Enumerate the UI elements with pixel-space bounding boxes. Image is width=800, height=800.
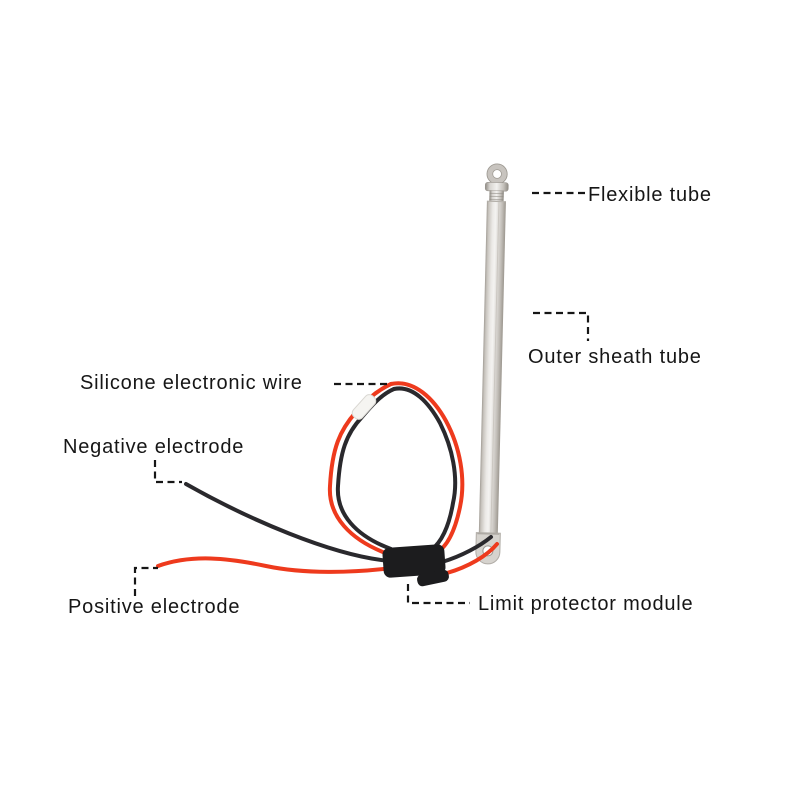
label-limit-protector-module: Limit protector module [478,593,694,615]
wire-loop-red-right [389,381,465,555]
clevis-joint-shadow [477,533,500,535]
label-flexible-tube: Flexible tube [588,184,712,206]
module-heatshrink [417,569,449,587]
limit-protector-module-graphic [382,544,449,587]
eyelet-ring-hole [492,169,502,179]
label-negative-electrode: Negative electrode [63,436,245,458]
label-positive-electrode: Positive electrode [68,596,241,618]
wire-loop-black-right [392,386,458,552]
outer-sheath-tube-body [478,200,506,538]
tube-feed-wire-red [445,542,499,575]
wire-sleeve [351,394,377,420]
eyelet-ring-icon [487,163,508,185]
neck-ridges [489,192,504,201]
flexible-tube-collar [484,181,509,192]
leader-outer-sheath-tube [533,311,590,341]
leader-limit-protector [406,584,470,605]
leader-negative-electrode [153,460,182,484]
module-body [382,544,446,578]
leader-lines [133,191,590,605]
label-silicone-electronic-wire: Silicone electronic wire [80,372,303,394]
label-outer-sheath-tube: Outer sheath tube [528,346,702,368]
negative-lead-wire [184,482,392,563]
leader-positive-electrode [133,566,158,596]
tube-seam [490,202,500,536]
actuator-tube-graphic [475,163,509,565]
tube-feed-wire-black [440,535,493,564]
positive-lead-wire [156,556,394,574]
silicone-wires-graphic [156,381,499,575]
